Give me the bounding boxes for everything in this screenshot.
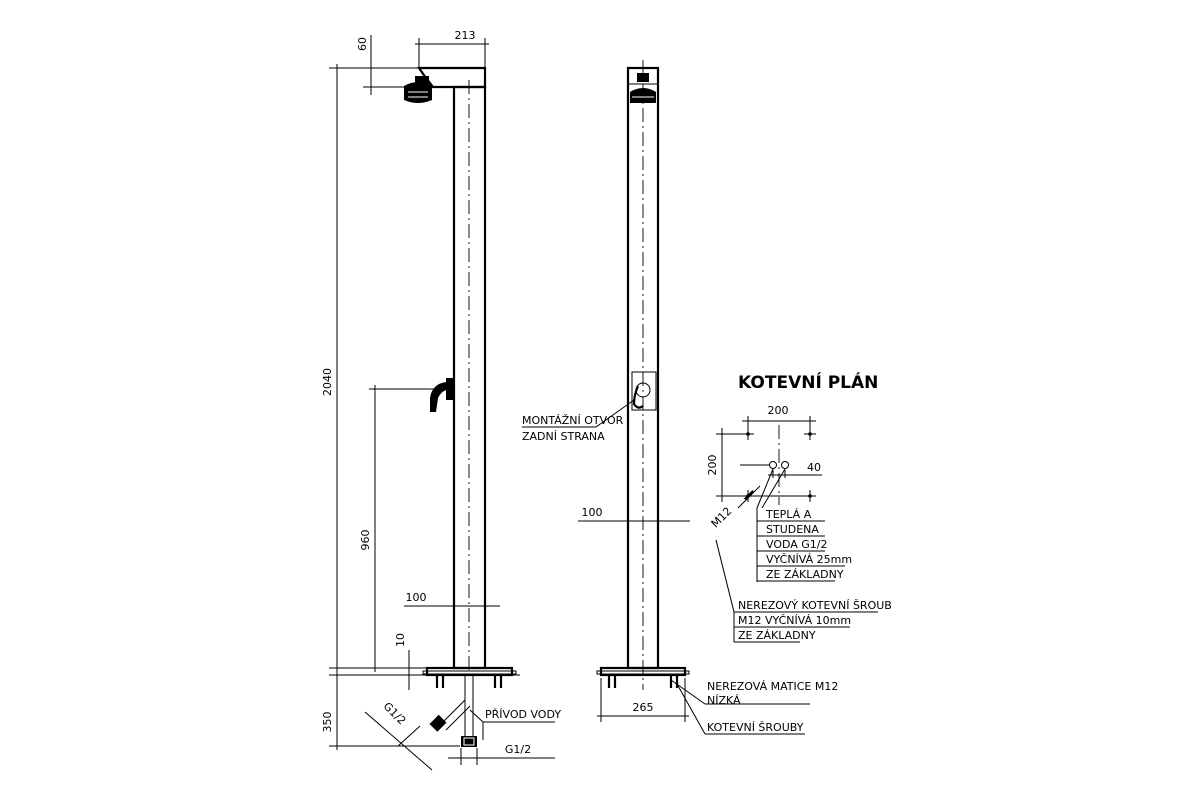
- front-mounting-plate: [631, 371, 657, 411]
- pipe-note-line-4: VYČNÍVÁ 25mm: [766, 553, 852, 566]
- anchor-plan-title: KOTEVNÍ PLÁN: [738, 371, 878, 393]
- dim-below-ground: 350: [321, 712, 334, 733]
- label-nut-1: NEREZOVÁ MATICE M12: [707, 680, 838, 693]
- label-nut-2: NÍZKÁ: [707, 694, 741, 707]
- pipe-position-icon: [769, 461, 789, 469]
- bolt-note-line-3: ZE ZÁKLADNY: [738, 629, 816, 642]
- pipe-note-line-1: TEPLÁ A: [765, 508, 812, 521]
- front-shower-head-icon: [630, 73, 656, 103]
- dim-base-width: 265: [633, 701, 654, 714]
- side-column: [452, 85, 487, 670]
- front-lever-icon: [632, 382, 651, 409]
- pipe-note-line-2: STUDENA: [766, 523, 819, 536]
- pipe-note-line-5: ZE ZÁKLADNY: [766, 568, 844, 581]
- side-lever-icon: [430, 378, 454, 412]
- dim-column-width-side: 100: [406, 591, 427, 604]
- label-water-inlet: PŘÍVOD VODY: [485, 708, 561, 721]
- side-view: 60 213 2040 960 100 10 350 G1/2 G: [321, 29, 561, 771]
- dim-top-offset: 60: [356, 37, 369, 51]
- dim-inlet-thread-angled: G1/2: [381, 700, 409, 728]
- dim-column-width-front: 100: [582, 506, 603, 519]
- label-mounting-hole-2: ZADNÍ STRANA: [522, 430, 605, 443]
- plan-dim-horizontal: 200: [768, 404, 789, 417]
- plan-dim-bolt: M12: [709, 505, 735, 531]
- anchor-plan: KOTEVNÍ PLÁN 200 200 4: [706, 371, 892, 643]
- dim-inlet-thread-bottom: G1/2: [505, 743, 531, 756]
- plan-dim-pipes: 40: [807, 461, 821, 474]
- front-view: 100 265 MONTÁŽNÍ OTVOR ZADNÍ STRANA NERE…: [522, 60, 838, 735]
- label-mounting-hole-1: MONTÁŽNÍ OTVOR: [522, 414, 624, 427]
- bolt-note-line-2: M12 VYČNÍVÁ 10mm: [738, 614, 851, 627]
- dim-base-gap: 10: [394, 633, 407, 647]
- pipe-note-line-3: VODA G1/2: [766, 538, 828, 551]
- dim-head-width: 213: [455, 29, 476, 42]
- label-anchor-bolts: KOTEVNÍ ŠROUBY: [707, 721, 804, 734]
- shower-rose-icon: [404, 76, 432, 103]
- side-shower-head-arm: [416, 66, 487, 89]
- dim-total-height: 2040: [321, 368, 334, 396]
- dim-lever-height: 960: [359, 530, 372, 551]
- plan-dim-vertical: 200: [706, 455, 719, 476]
- bolt-note-line-1: NEREZOVÝ KOTEVNÍ ŠROUB: [738, 599, 892, 612]
